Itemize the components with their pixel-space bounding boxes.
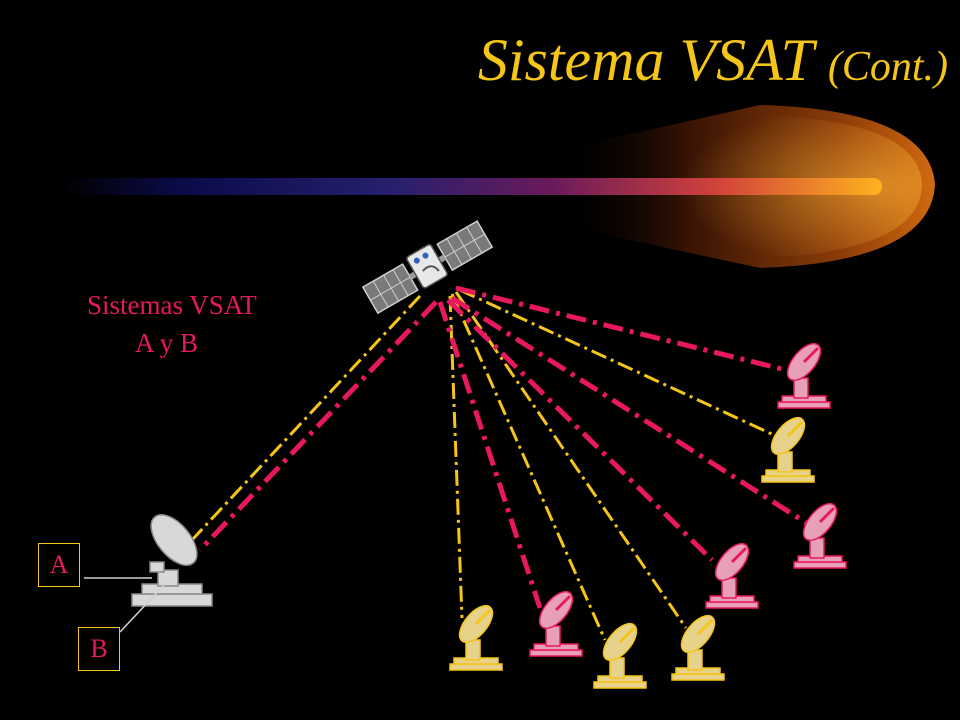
- slide-title: Sistema VSAT (Cont.): [0, 30, 948, 90]
- connector-b: [119, 583, 166, 633]
- link-a-hub: [190, 294, 422, 542]
- comet-streak: [60, 105, 935, 268]
- vsat-dish-icon: [592, 616, 648, 690]
- vsat-dish-icon: [776, 336, 832, 410]
- comet-band: [60, 178, 882, 195]
- link-b-3: [450, 295, 810, 527]
- title-main: Sistema VSAT: [477, 27, 813, 93]
- vsat-dish-icon: [670, 608, 726, 682]
- links-system-b: [198, 285, 810, 609]
- link-b-4: [455, 285, 787, 373]
- link-b-2: [446, 298, 714, 562]
- link-a-2: [450, 293, 607, 641]
- systems-label-line1: Sistemas VSAT: [87, 290, 257, 320]
- link-b-1: [437, 301, 543, 609]
- systems-label-line2: A y B: [135, 328, 199, 358]
- terminal-a-box: A: [38, 543, 80, 587]
- satellite-icon: [361, 220, 494, 315]
- hub-dish-icon: [131, 505, 213, 607]
- terminal-b-box: B: [78, 627, 120, 671]
- link-a-1: [448, 295, 464, 619]
- title-suffix: (Cont.): [827, 44, 948, 90]
- vsat-dish-icon: [448, 598, 504, 672]
- link-b-hub: [198, 300, 438, 552]
- vsat-dish-icon: [792, 496, 848, 570]
- vsat-dish-icon: [704, 536, 760, 610]
- links-system-a: [190, 288, 777, 641]
- link-a-4: [459, 288, 777, 438]
- vsat-dish-icon: [760, 410, 816, 484]
